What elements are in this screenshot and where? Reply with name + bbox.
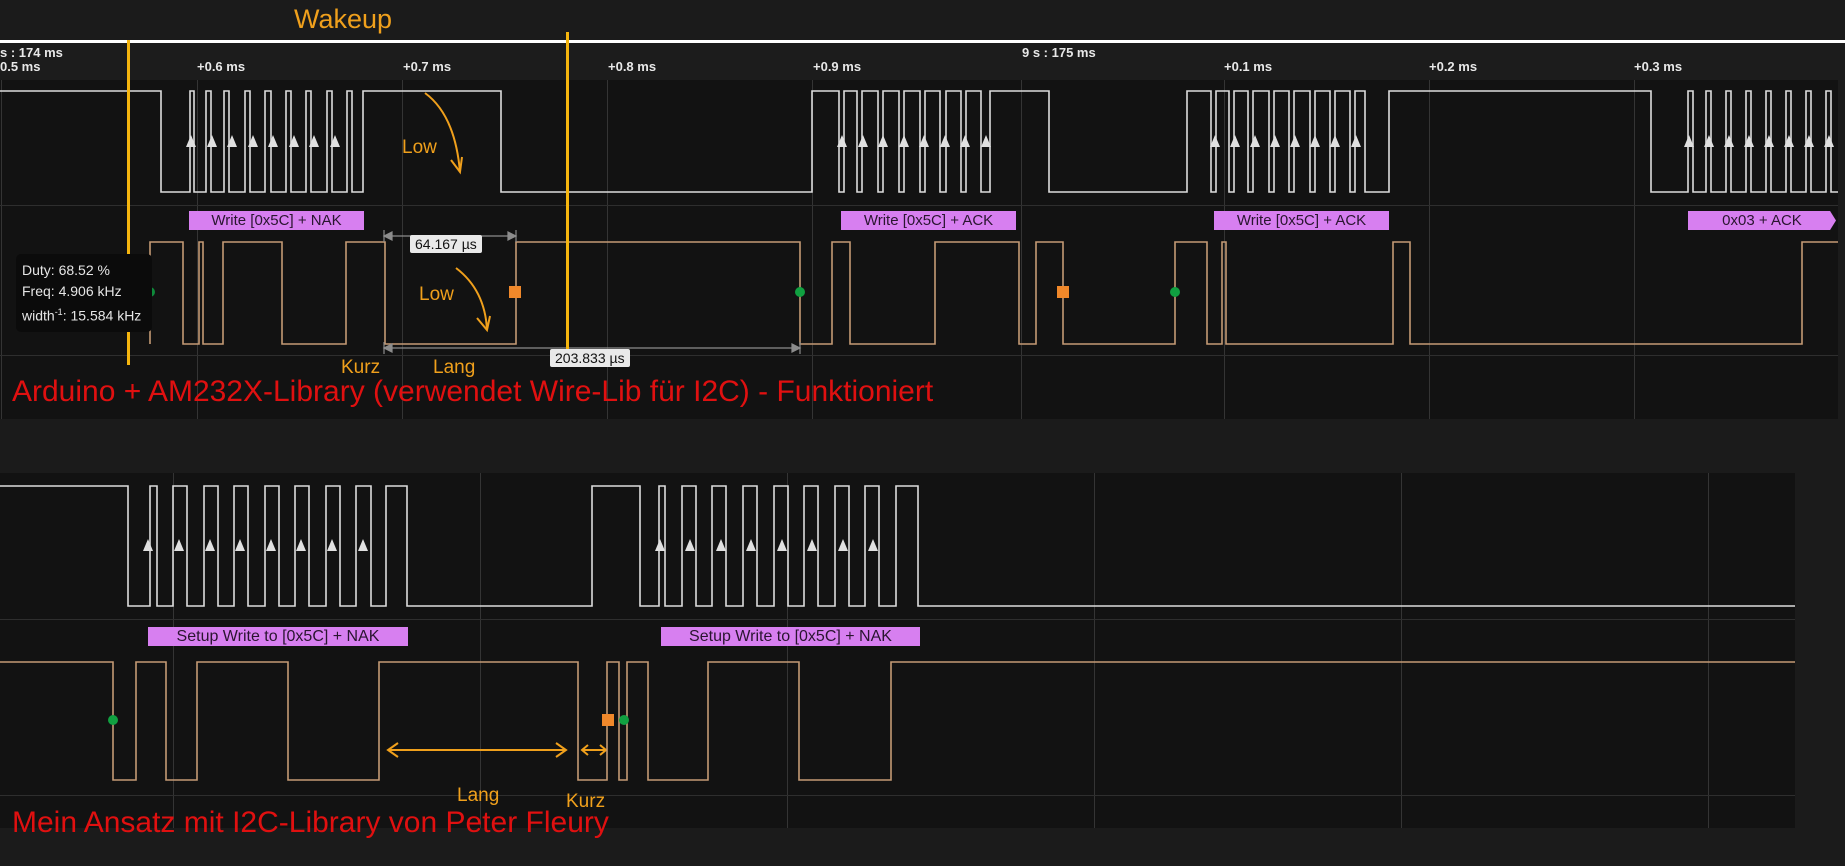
grid-line [1, 80, 2, 419]
time-label: s : 174 ms [0, 45, 63, 60]
time-label: +0.2 ms [1429, 59, 1478, 74]
measurement-label[interactable]: 64.167 µs [410, 235, 482, 253]
protocol-frame[interactable]: Write [0x5C] + NAK [189, 211, 364, 230]
lang-annotation: Lang [433, 357, 476, 378]
clock-edge-markers [143, 539, 878, 551]
time-label: 0.5 ms [0, 59, 41, 74]
channel-divider [0, 355, 1838, 356]
sda-trace-bottom[interactable] [0, 661, 1795, 781]
scl-trace-bottom[interactable] [0, 485, 1795, 607]
sda-trace-top[interactable] [149, 241, 1838, 345]
protocol-frame[interactable]: Setup Write to [0x5C] + NAK [661, 627, 920, 646]
time-label: +0.9 ms [813, 59, 862, 74]
capture-panel-bottom[interactable] [0, 473, 1795, 828]
grid-line [480, 473, 481, 828]
time-label: +0.6 ms [197, 59, 246, 74]
measurement-tooltip: Duty: 68.52 % Freq: 4.906 kHz width-1: 1… [16, 254, 152, 332]
lang-annotation: Lang [457, 785, 500, 806]
timeline-top-border [0, 40, 1845, 43]
kurz-annotation: Kurz [566, 791, 606, 812]
caption-bottom: Mein Ansatz mit I2C-Library von Peter Fl… [12, 806, 609, 839]
grid-line [1224, 80, 1225, 419]
time-label: +0.7 ms [403, 59, 452, 74]
start-marker [1170, 287, 1180, 297]
caption-top: Arduino + AM232X-Library (verwendet Wire… [12, 375, 934, 408]
measurement-lines [382, 230, 802, 354]
time-label: +0.3 ms [1634, 59, 1683, 74]
kurz-annotation: Kurz [341, 357, 381, 378]
grid-line [812, 80, 813, 419]
stop-marker [602, 714, 614, 726]
time-ruler[interactable]: s : 174 ms 0.5 ms +0.6 ms +0.7 ms +0.8 m… [0, 40, 1845, 80]
grid-line [1094, 473, 1095, 828]
stop-marker [1057, 286, 1069, 298]
low-annotation: Low [402, 137, 437, 158]
time-label: +0.1 ms [1224, 59, 1273, 74]
time-label: +0.8 ms [608, 59, 657, 74]
grid-line [1429, 80, 1430, 419]
start-marker [795, 287, 805, 297]
low-annotation: Low [419, 284, 454, 305]
duty-value: Duty: 68.52 % [22, 262, 110, 278]
grid-line [1021, 80, 1022, 419]
protocol-frame[interactable]: Setup Write to [0x5C] + NAK [148, 627, 408, 646]
grid-line [402, 80, 403, 419]
time-label: 9 s : 175 ms [1022, 45, 1096, 60]
wakeup-cursor-start[interactable] [127, 40, 130, 365]
grid-line [197, 80, 198, 419]
channel-divider [0, 205, 1838, 206]
channel-divider [0, 619, 1795, 620]
protocol-frame[interactable]: Write [0x5C] + ACK [841, 211, 1016, 230]
annotation-arrows [386, 92, 608, 758]
grid-line [607, 80, 608, 419]
start-marker [108, 715, 118, 725]
grid-line [1634, 80, 1635, 419]
freq-value: Freq: 4.906 kHz [22, 283, 122, 299]
stop-marker [509, 286, 521, 298]
protocol-frame[interactable]: 0x03 + ACK [1688, 211, 1836, 230]
scl-trace-top[interactable] [0, 90, 1838, 193]
grid-line [1708, 473, 1709, 828]
wakeup-cursor-end[interactable] [566, 32, 569, 365]
grid-line [1401, 473, 1402, 828]
start-marker [619, 715, 629, 725]
measurement-label[interactable]: 203.833 µs [550, 349, 630, 367]
channel-divider [0, 795, 1795, 796]
width-value: width-1: 15.584 kHz [22, 307, 142, 324]
wakeup-annotation: Wakeup [294, 4, 393, 34]
grid-line [787, 473, 788, 828]
clock-edge-markers [186, 135, 1834, 147]
grid-line [173, 473, 174, 828]
protocol-frame[interactable]: Write [0x5C] + ACK [1214, 211, 1389, 230]
